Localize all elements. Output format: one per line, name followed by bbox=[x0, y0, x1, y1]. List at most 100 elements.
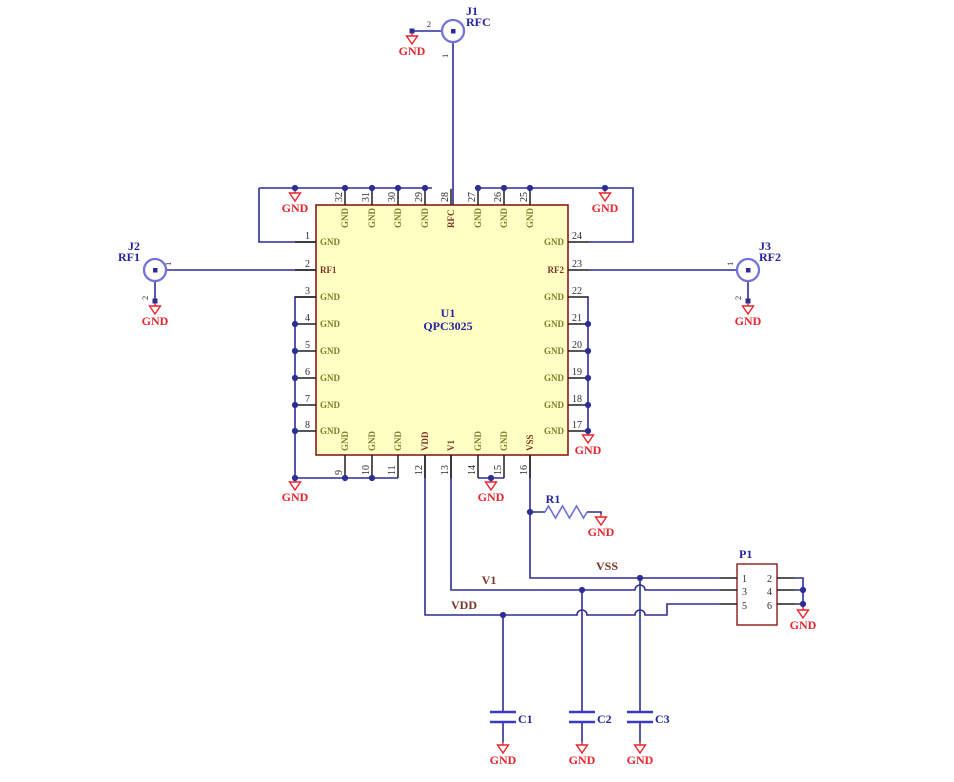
svg-text:8: 8 bbox=[305, 420, 310, 431]
svg-text:GND: GND bbox=[544, 237, 565, 247]
svg-text:3: 3 bbox=[305, 286, 310, 297]
svg-text:GND: GND bbox=[367, 431, 377, 452]
p1-ref: P1 bbox=[739, 547, 752, 561]
component-c3[interactable]: C3 bbox=[627, 710, 670, 726]
p1-pin1-number: 1 bbox=[742, 574, 747, 585]
junction-dot bbox=[584, 320, 592, 328]
component-j3[interactable]: J3 RF2 1 2 bbox=[725, 239, 781, 304]
svg-text:GND: GND bbox=[393, 431, 403, 452]
gnd-label: GND bbox=[627, 753, 654, 767]
svg-text:14: 14 bbox=[467, 465, 478, 475]
component-p1[interactable]: P1 1 2 3 4 5 6 bbox=[720, 547, 795, 626]
svg-text:GND: GND bbox=[320, 373, 341, 383]
gnd-label: GND bbox=[282, 490, 309, 504]
gnd-label: GND bbox=[790, 618, 817, 632]
p1-body[interactable] bbox=[736, 563, 778, 626]
j3-center-pad bbox=[746, 268, 751, 273]
junction-dot bbox=[500, 184, 508, 192]
junction-dot bbox=[584, 401, 592, 409]
gnd-symbol-p1: GND bbox=[790, 606, 817, 632]
component-j2[interactable]: J2 RF1 1 2 bbox=[118, 239, 173, 304]
svg-text:VDD: VDD bbox=[420, 431, 430, 451]
svg-text:GND: GND bbox=[473, 208, 483, 229]
j2-connector-circle[interactable] bbox=[142, 257, 168, 283]
gnd-symbol-c3: GND bbox=[627, 741, 654, 767]
j1-connector-circle[interactable] bbox=[440, 18, 466, 44]
svg-text:28: 28 bbox=[440, 192, 451, 202]
svg-text:1: 1 bbox=[305, 231, 310, 242]
junction-dot bbox=[487, 474, 495, 482]
component-r1[interactable]: R1 bbox=[544, 492, 588, 520]
svg-text:20: 20 bbox=[572, 340, 582, 351]
svg-text:9: 9 bbox=[334, 470, 345, 475]
p1-pin6-number: 6 bbox=[767, 601, 772, 612]
svg-text:GND: GND bbox=[473, 431, 483, 452]
gnd-symbol-r1: GND bbox=[588, 513, 615, 539]
svg-text:GND: GND bbox=[544, 346, 565, 356]
junction-dot bbox=[526, 508, 534, 516]
j2-ref: J2 bbox=[128, 239, 140, 253]
svg-text:19: 19 bbox=[572, 367, 582, 378]
svg-text:RF2: RF2 bbox=[548, 265, 565, 275]
j2-center-pad bbox=[153, 268, 158, 273]
p1-pin5-number: 5 bbox=[742, 601, 747, 612]
u1-ref: U1 bbox=[441, 306, 456, 320]
svg-text:RFC: RFC bbox=[446, 210, 456, 229]
junction-dot bbox=[291, 374, 299, 382]
u1-body[interactable] bbox=[315, 204, 569, 456]
svg-text:VSS: VSS bbox=[525, 434, 535, 451]
gnd-label: GND bbox=[592, 201, 619, 215]
j2-value: RF1 bbox=[118, 250, 140, 264]
net-vss bbox=[529, 455, 720, 579]
j3-value: RF2 bbox=[759, 250, 781, 264]
j1-value: RFC bbox=[466, 15, 491, 29]
component-j1[interactable]: J1 RFC 2 1 bbox=[409, 4, 491, 58]
svg-text:5: 5 bbox=[305, 340, 310, 351]
j3-connector-circle[interactable] bbox=[735, 257, 761, 283]
junction-dot bbox=[291, 347, 299, 355]
junction-dot bbox=[799, 586, 807, 594]
svg-text:GND: GND bbox=[340, 208, 350, 229]
gnd-label: GND bbox=[478, 490, 505, 504]
svg-text:11: 11 bbox=[387, 465, 398, 475]
junction-dots bbox=[291, 184, 807, 619]
junction-dot bbox=[526, 184, 534, 192]
svg-text:GND: GND bbox=[544, 373, 565, 383]
c3-plates bbox=[627, 710, 653, 724]
component-c2[interactable]: C2 bbox=[569, 710, 612, 726]
svg-text:GND: GND bbox=[340, 431, 350, 452]
svg-text:GND: GND bbox=[499, 208, 509, 229]
junction-dot bbox=[474, 184, 482, 192]
svg-text:GND: GND bbox=[320, 400, 341, 410]
junction-dot bbox=[584, 347, 592, 355]
c3-ref: C3 bbox=[655, 712, 670, 726]
j2-pin2-endpoint bbox=[152, 298, 158, 304]
svg-text:27: 27 bbox=[467, 192, 478, 202]
junction-dot bbox=[291, 401, 299, 409]
component-c1[interactable]: C1 bbox=[490, 710, 533, 726]
junction-dot bbox=[291, 427, 299, 435]
svg-text:2: 2 bbox=[305, 259, 310, 270]
svg-text:29: 29 bbox=[414, 192, 425, 202]
junction-dot bbox=[578, 586, 586, 594]
junction-dot bbox=[799, 600, 807, 608]
junction-dot bbox=[368, 474, 376, 482]
c1-ref: C1 bbox=[518, 712, 533, 726]
j2-pin2-number: 2 bbox=[140, 296, 150, 300]
